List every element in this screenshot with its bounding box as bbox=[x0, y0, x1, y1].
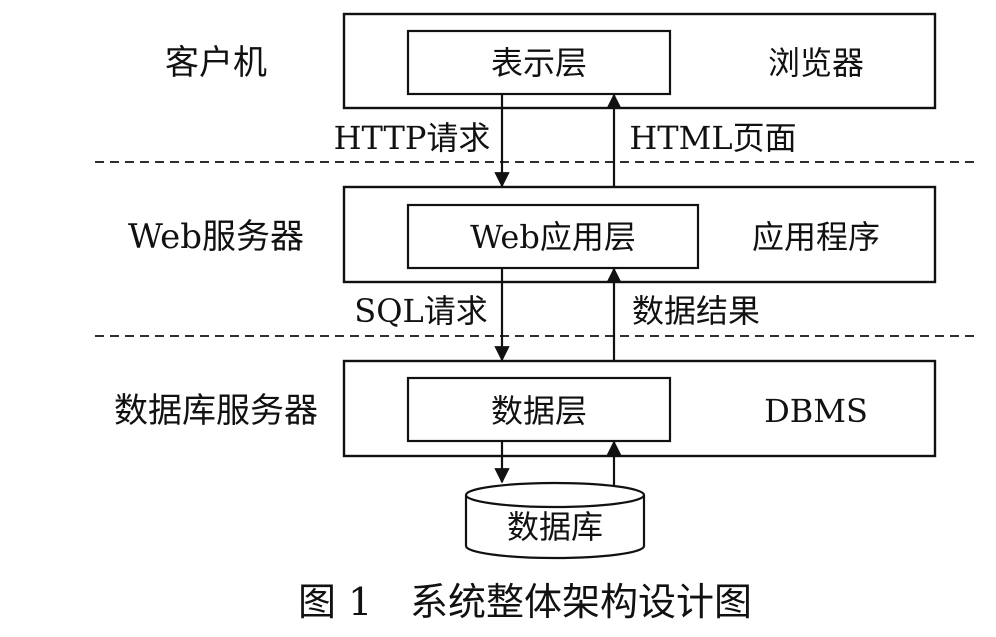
presentation-layer-label: 表示层 bbox=[491, 44, 587, 82]
figure-title: 系统整体架构设计图 bbox=[410, 580, 752, 624]
browser-label: 浏览器 bbox=[768, 44, 864, 82]
database-cylinder-body bbox=[464, 495, 646, 560]
web-application-layer-label: Web应用层 bbox=[470, 218, 636, 256]
data-layer-box bbox=[406, 376, 672, 443]
presentation-layer-box bbox=[406, 29, 672, 96]
database-label: 数据库 bbox=[507, 508, 603, 546]
client-tier: 客户机 表示层 浏览器 bbox=[165, 12, 937, 110]
dbms-label: DBMS bbox=[764, 392, 868, 430]
figure-caption: 图 1 系统整体架构设计图 bbox=[298, 580, 752, 624]
database-server-tier-label: 数据库服务器 bbox=[114, 391, 318, 431]
database-cylinder: 数据库 bbox=[464, 481, 646, 560]
data-result-label: 数据结果 bbox=[632, 292, 760, 330]
figure-number: 图 1 bbox=[298, 580, 372, 624]
web-application-layer-box bbox=[406, 203, 700, 270]
database-cylinder-top bbox=[464, 481, 646, 509]
sql-request-label: SQL请求 bbox=[354, 292, 487, 330]
database-server-tier: 数据库服务器 数据层 DBMS bbox=[114, 359, 937, 458]
application-program-label: 应用程序 bbox=[752, 218, 880, 256]
html-page-label: HTML页面 bbox=[629, 119, 796, 157]
web-server-tier-label: Web服务器 bbox=[128, 217, 304, 257]
data-layer-label: 数据层 bbox=[491, 392, 587, 430]
client-tier-label: 客户机 bbox=[165, 43, 267, 83]
http-request-label: HTTP请求 bbox=[334, 119, 491, 157]
web-server-tier: Web服务器 Web应用层 应用程序 bbox=[128, 185, 937, 284]
